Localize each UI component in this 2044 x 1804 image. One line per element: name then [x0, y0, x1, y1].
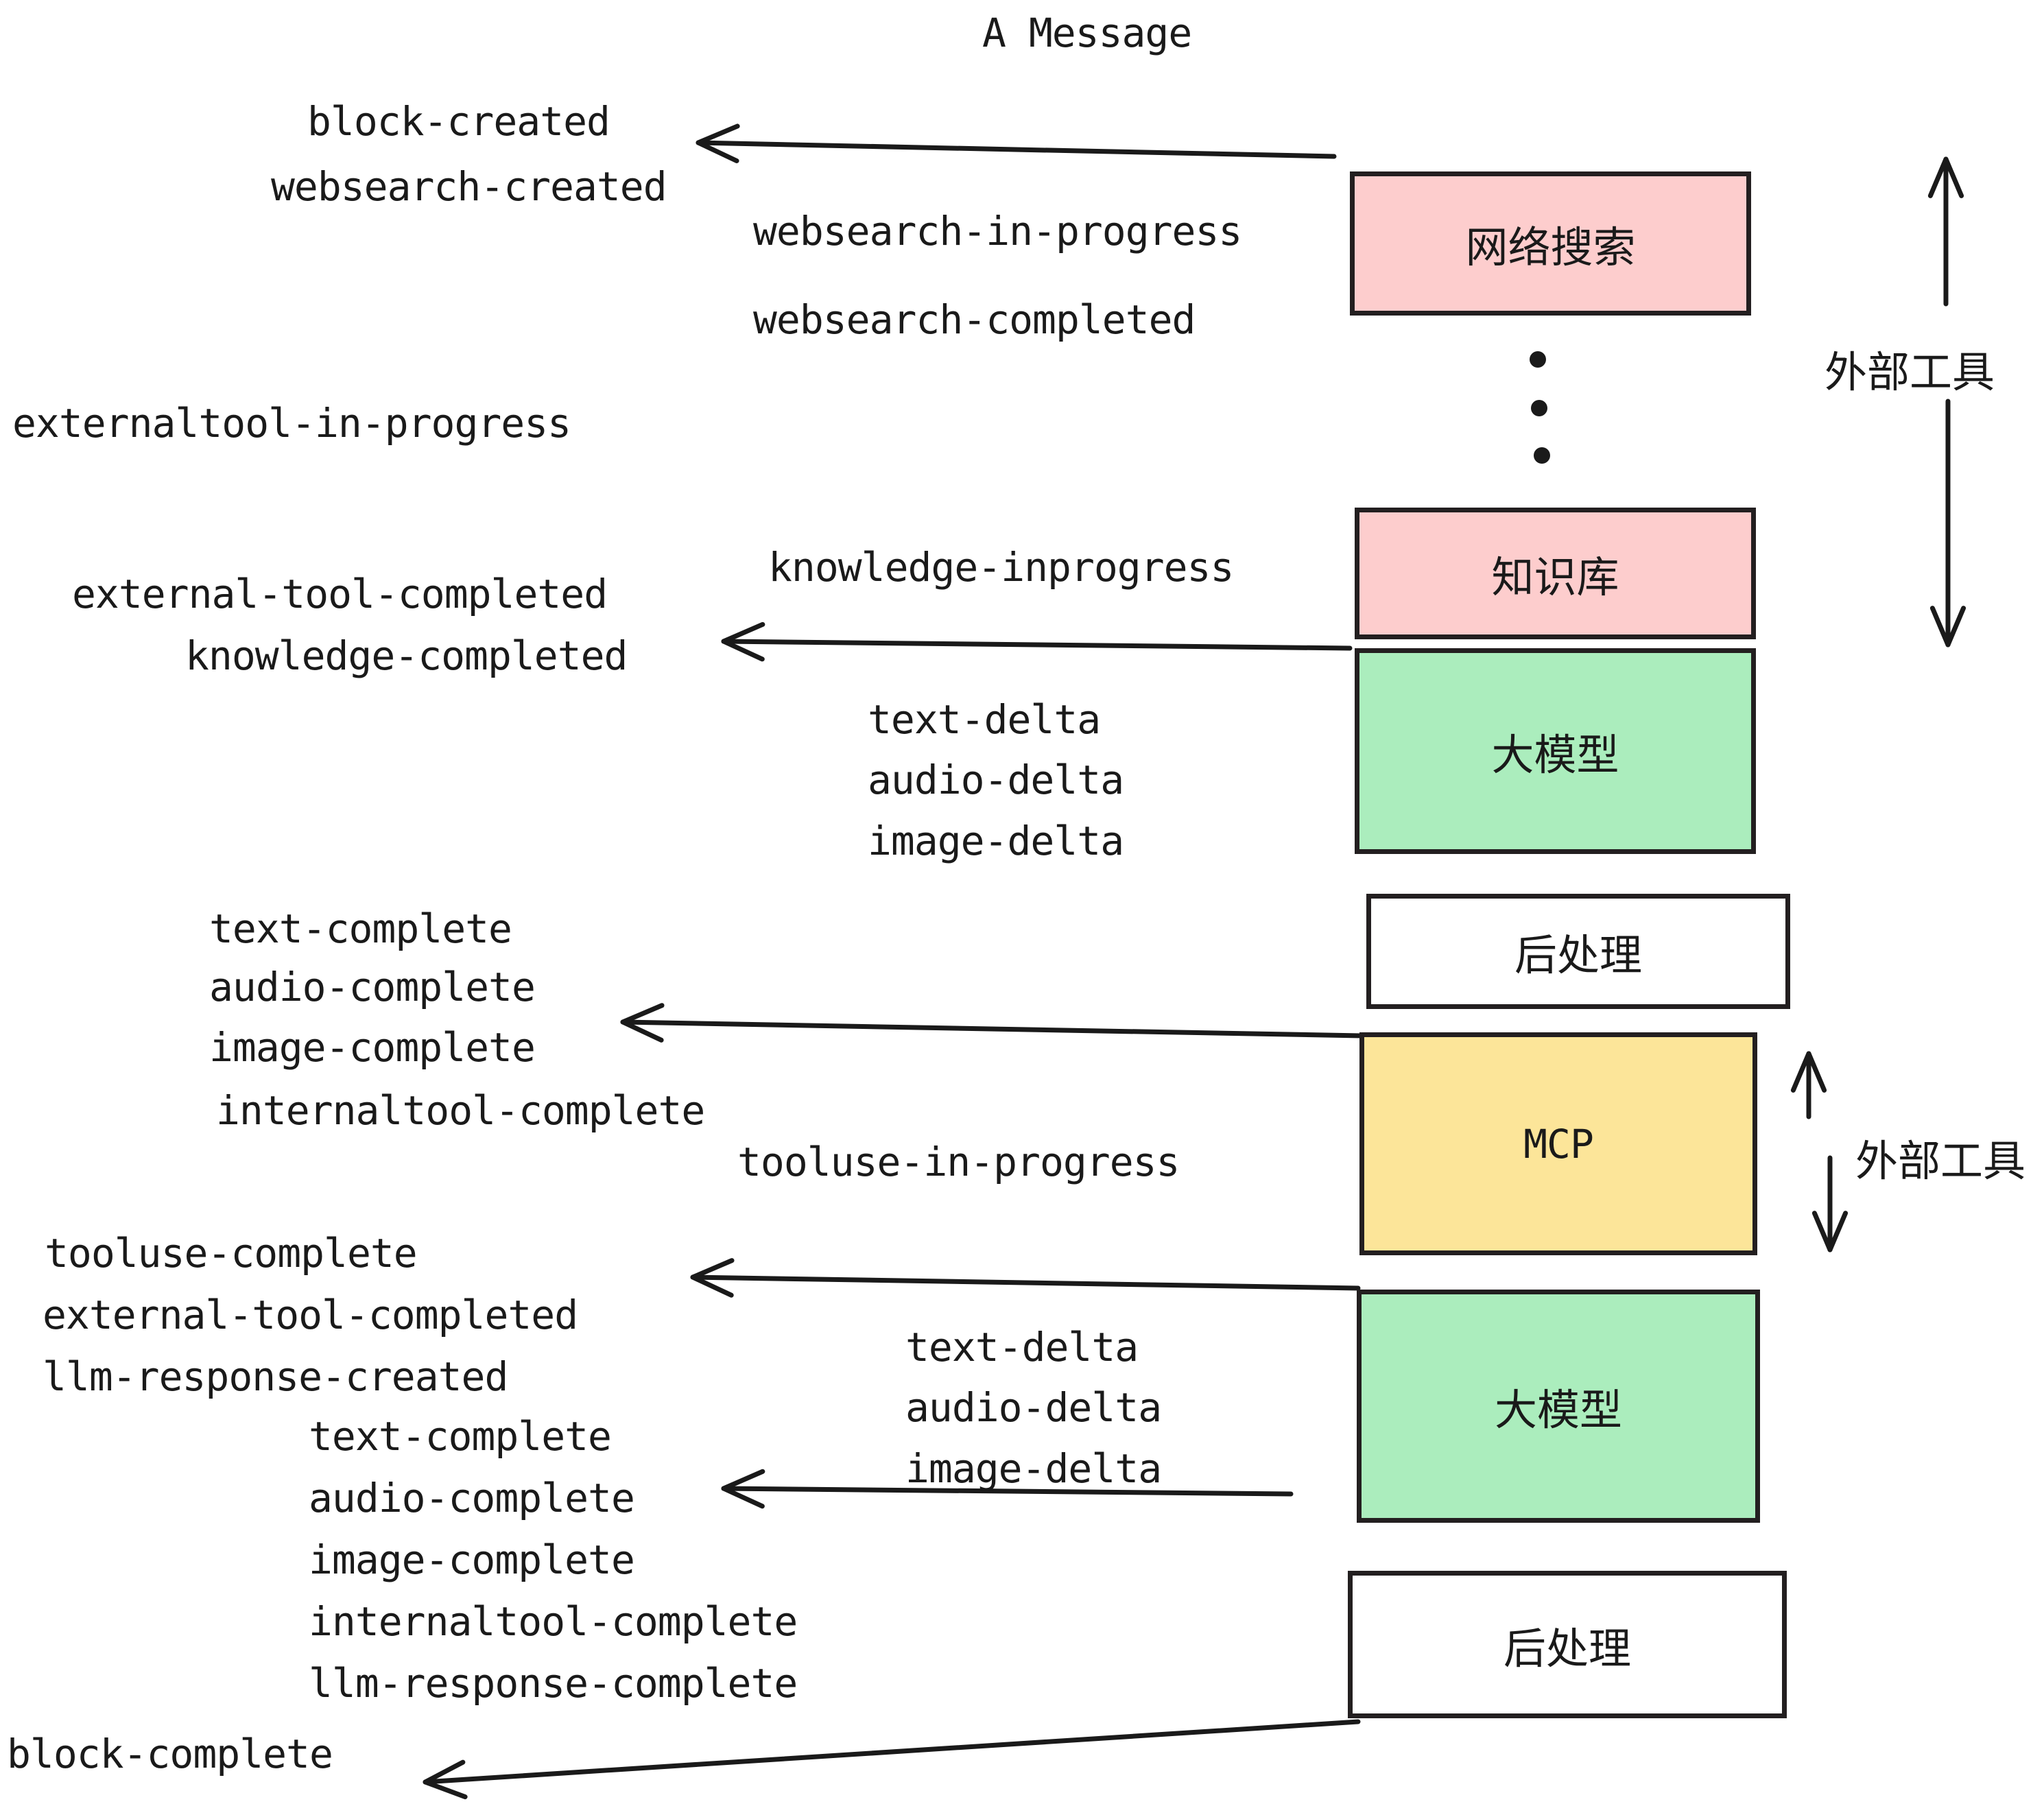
event-label-text-delta-1: text-delta [868, 696, 1101, 743]
arrow-mcp-to-tooluse-shaft [690, 1274, 1361, 1291]
arrow-websearch-to-created-head [696, 123, 740, 163]
external-tools-arrow-up-top-head [1927, 156, 1964, 198]
event-label-image-complete-2: image-complete [309, 1536, 635, 1583]
event-label-knowledge-completed: knowledge-completed [185, 632, 628, 679]
ellipsis-dot-3 [1534, 447, 1550, 464]
arrow-llm2-to-audio-head [721, 1469, 765, 1509]
event-label-text-complete-2: text-complete [309, 1413, 612, 1460]
node-label-llm-2: 大模型 [1494, 1385, 1622, 1435]
arrow-postproc-to-image-head [620, 1003, 665, 1043]
event-label-websearch-created: websearch-created [271, 163, 667, 210]
event-label-image-delta-2: image-delta [905, 1445, 1162, 1492]
event-label-internaltool-complete-2: internaltool-complete [309, 1598, 798, 1645]
event-label-externaltool-in-progress: externaltool-in-progress [12, 400, 571, 447]
group-label-external-tools-bottom: 外部工具 [1855, 1136, 2026, 1186]
arrow-websearch-to-created-shaft [696, 140, 1337, 159]
arrow-knowledge-to-completed-shaft [721, 639, 1353, 651]
event-label-websearch-in-progress: websearch-in-progress [753, 208, 1242, 254]
node-label-llm-1: 大模型 [1491, 730, 1619, 780]
external-tools-arrow-down-bottom-head [1811, 1211, 1849, 1253]
node-box-postproc-2: 后处理 [1348, 1571, 1787, 1718]
node-label-knowledge: 知识库 [1491, 552, 1619, 602]
event-label-knowledge-inprogress: knowledge-inprogress [768, 544, 1234, 591]
external-tools-arrow-down-top-head [1929, 606, 1966, 648]
node-label-mcp: MCP [1523, 1120, 1594, 1167]
page-title: A Message [982, 10, 1192, 56]
ellipsis-dot-1 [1530, 351, 1546, 368]
event-label-external-tool-completed-2: external-tool-completed [43, 1292, 578, 1338]
node-box-postproc-1: 后处理 [1366, 894, 1790, 1009]
event-label-audio-delta-2: audio-delta [905, 1384, 1162, 1431]
group-arrows [1790, 156, 1966, 1253]
arrow-knowledge-to-completed-head [721, 621, 765, 662]
node-label-postproc-2: 后处理 [1503, 1623, 1631, 1674]
node-box-websearch: 网络搜索 [1350, 171, 1751, 316]
event-label-tooluse-complete: tooluse-complete [45, 1230, 418, 1277]
node-label-postproc-1: 后处理 [1514, 930, 1642, 980]
event-label-llm-response-created: llm-response-created [43, 1353, 508, 1400]
event-label-websearch-completed: websearch-completed [753, 296, 1196, 343]
node-box-llm-1: 大模型 [1355, 648, 1756, 854]
arrow-postproc2-to-block-shaft [423, 1719, 1361, 1785]
arrow-postproc2-to-block-head [423, 1759, 468, 1800]
event-label-tooluse-in-progress: tooluse-in-progress [737, 1139, 1180, 1185]
arrow-postproc-to-image-shaft [620, 1019, 1364, 1039]
event-label-text-delta-2: text-delta [905, 1324, 1139, 1370]
node-box-knowledge: 知识库 [1355, 508, 1756, 639]
event-label-block-created: block-created [307, 98, 610, 145]
event-label-llm-response-complete: llm-response-complete [309, 1660, 798, 1707]
node-label-websearch: 网络搜索 [1465, 222, 1636, 272]
arrow-mcp-to-tooluse-head [690, 1258, 735, 1298]
event-label-audio-complete-2: audio-complete [309, 1475, 635, 1521]
event-label-image-complete-1: image-complete [209, 1024, 536, 1071]
event-label-audio-complete-1: audio-complete [209, 964, 536, 1010]
event-label-block-complete: block-complete [7, 1731, 333, 1777]
event-label-text-complete-1: text-complete [209, 905, 512, 952]
node-box-llm-2: 大模型 [1357, 1290, 1760, 1523]
event-label-internaltool-complete-1: internaltool-complete [216, 1087, 705, 1134]
ellipsis-dot-2 [1531, 400, 1547, 416]
event-label-image-delta-1: image-delta [868, 818, 1124, 864]
external-tools-arrow-up-bottom-head [1790, 1051, 1827, 1093]
event-label-audio-delta-1: audio-delta [868, 757, 1124, 803]
group-label-external-tools-top: 外部工具 [1825, 347, 1995, 397]
node-box-mcp: MCP [1359, 1032, 1757, 1255]
event-label-external-tool-completed-1: external-tool-completed [72, 571, 608, 617]
